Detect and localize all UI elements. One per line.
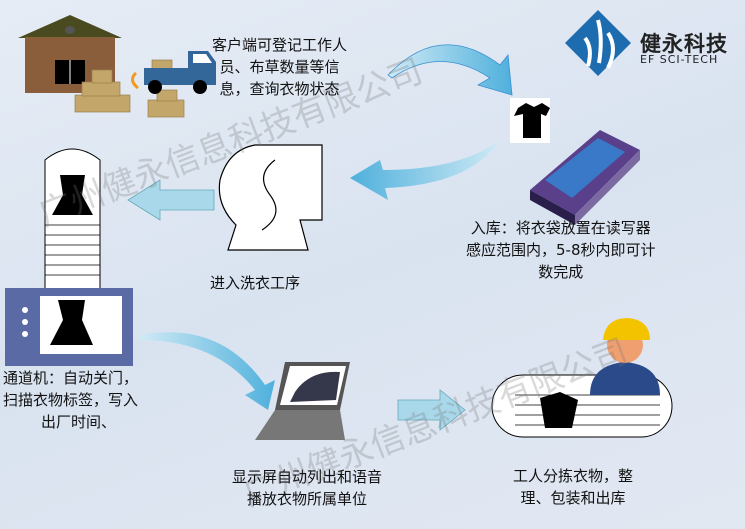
arrow-to-storage xyxy=(387,44,513,96)
text-line: 感应范围内，5-8秒内即可计 xyxy=(466,241,656,259)
boxes-icon xyxy=(74,59,185,118)
text-line: 员、布草数量等信 xyxy=(219,58,340,76)
text-line: 入库：将衣袋放置在读写器 xyxy=(470,219,651,237)
channel-step-text: 通道机：自动关门， 扫描衣物标签，写入 出厂时间、 xyxy=(3,367,138,433)
shirt-icon xyxy=(514,103,550,138)
text-line: 通道机：自动关门， xyxy=(3,369,139,387)
text-line: 工人分拣衣物，整 xyxy=(513,467,634,485)
text-line: 显示屏自动列出和语音 xyxy=(232,468,383,486)
arrow-to-washing xyxy=(350,140,500,200)
arrow-to-channel xyxy=(127,179,215,221)
text-line: 息，查询衣物状态 xyxy=(219,80,340,98)
text-line: 播放衣物所属单位 xyxy=(247,490,368,508)
text-line: 数完成 xyxy=(538,263,584,281)
logo-name-en: EF SCI-TECH xyxy=(640,53,719,66)
rfid-reader-icon xyxy=(530,130,640,225)
washing-step-text: 进入洗衣工序 xyxy=(210,272,300,294)
arrow-to-sorting xyxy=(397,389,466,431)
arrow-to-display xyxy=(140,332,275,410)
text-line: 理、包装和出库 xyxy=(520,489,626,507)
worker-icon xyxy=(590,318,660,395)
channel-machine-icon xyxy=(5,148,133,366)
text-line: 出厂时间、 xyxy=(41,413,117,431)
laptop-icon xyxy=(255,362,350,440)
display-step-text: 显示屏自动列出和语音 播放衣物所属单位 xyxy=(232,466,382,510)
cycle-arrow-icon xyxy=(131,71,139,90)
text-line: 扫描衣物标签，写入 xyxy=(3,391,139,409)
text-line: 客户端可登记工作人 xyxy=(212,36,348,54)
logo-name-cn: 健永科技 xyxy=(640,32,728,56)
register-step-text: 客户端可登记工作人 员、布草数量等信 息，查询衣物状态 xyxy=(212,34,347,100)
washer-icon xyxy=(218,144,323,251)
sorting-step-text: 工人分拣衣物，整 理、包装和出库 xyxy=(513,465,633,509)
truck-icon xyxy=(144,51,216,94)
storage-step-text: 入库：将衣袋放置在读写器 感应范围内，5-8秒内即可计 数完成 xyxy=(466,217,656,283)
text-line: 进入洗衣工序 xyxy=(210,274,301,292)
logo-mark-icon xyxy=(565,10,631,76)
